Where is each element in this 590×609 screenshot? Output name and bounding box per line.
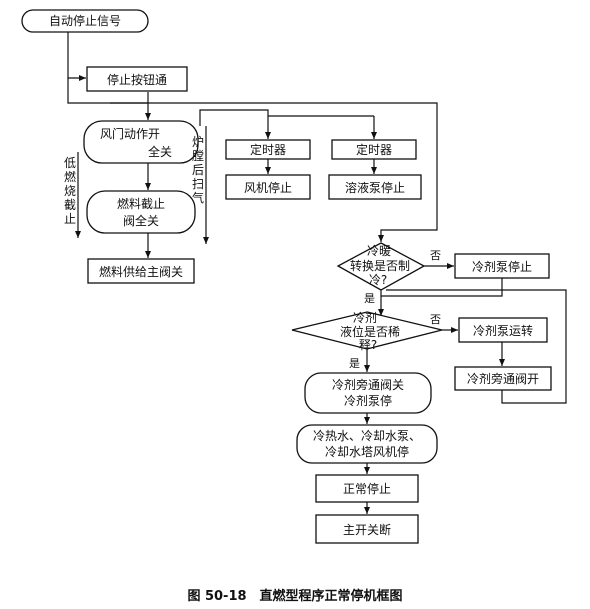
node-bypass-valve-open-label: 冷剂旁通阀开 bbox=[467, 371, 539, 386]
node-bypass-close-line1: 冷剂旁通阀关 bbox=[332, 377, 404, 392]
node-decision-1-line1: 冷暖 bbox=[367, 244, 391, 258]
node-fuel-cutoff: 燃料截止 阀全关 bbox=[86, 190, 196, 234]
branch-label-no-1: 否 bbox=[430, 249, 441, 262]
node-solution-pump-stop: 溶液泵停止 bbox=[328, 174, 422, 200]
node-main-switch-off: 主开关断 bbox=[315, 514, 419, 544]
branch-label-yes-2: 是 bbox=[349, 357, 360, 370]
node-bypass-close-line2: 冷剂泵停 bbox=[344, 393, 392, 408]
node-fuel-main-valve: 燃料供给主阀关 bbox=[87, 258, 195, 284]
side-label-furnace-purge-char: 膛 bbox=[192, 149, 204, 163]
node-decision-1-line2: 转换是否制 bbox=[350, 258, 410, 273]
side-label-low-fire-cutoff-char: 燃 bbox=[64, 169, 76, 184]
node-timer-1: 定时器 bbox=[225, 139, 311, 160]
node-stop-button-label: 停止按钮通 bbox=[107, 72, 167, 87]
node-timer-2: 定时器 bbox=[331, 139, 417, 160]
branch-label-yes-1: 是 bbox=[364, 292, 375, 305]
side-label-furnace-purge-char: 气 bbox=[192, 190, 204, 205]
node-bypass-close: 冷剂旁通阀关 冷剂泵停 bbox=[304, 372, 432, 414]
node-damper-open-label: 风门动作开 bbox=[100, 126, 160, 141]
node-fan-stop: 风机停止 bbox=[225, 174, 311, 200]
node-auto-stop-signal-label: 自动停止信号 bbox=[49, 13, 121, 28]
side-label-low-fire-cutoff-char: 低 bbox=[64, 156, 76, 170]
node-decision-1: 冷暖 转换是否制 冷? bbox=[336, 242, 426, 291]
side-label-furnace-purge-char: 炉 bbox=[192, 135, 204, 149]
node-solution-pump-stop-label: 溶液泵停止 bbox=[345, 180, 405, 195]
node-damper: 风门动作开 全关 bbox=[83, 120, 199, 164]
node-refrigerant-pump-run-label: 冷剂泵运转 bbox=[473, 323, 533, 338]
side-label-furnace-purge: 炉 膛 后 扫 气 bbox=[192, 135, 204, 205]
node-pumps-stop-line2: 冷却水塔风机停 bbox=[325, 444, 409, 459]
node-damper-full-close-label: 全关 bbox=[148, 144, 172, 159]
node-normal-stop: 正常停止 bbox=[315, 474, 419, 503]
side-label-furnace-purge-char: 后 bbox=[192, 163, 204, 177]
node-timer-1-label: 定时器 bbox=[250, 142, 286, 157]
node-fuel-main-valve-label: 燃料供给主阀关 bbox=[99, 264, 183, 279]
node-decision-2: 冷剂 液位是否稀 释? bbox=[291, 310, 443, 352]
side-label-low-fire-cutoff: 低 燃 烧 截 止 bbox=[64, 156, 76, 226]
node-refrigerant-pump-stop-label: 冷剂泵停止 bbox=[472, 259, 532, 274]
figure-caption: 图 50-18 直燃型程序正常停机框图 bbox=[187, 588, 402, 604]
branch-label-no-2: 否 bbox=[430, 313, 441, 326]
node-refrigerant-pump-run: 冷剂泵运转 bbox=[458, 317, 548, 343]
node-normal-stop-label: 正常停止 bbox=[343, 481, 391, 496]
node-decision-2-line2: 液位是否稀 bbox=[340, 324, 400, 339]
node-fan-stop-label: 风机停止 bbox=[244, 180, 292, 195]
node-fuel-cutoff-line2: 阀全关 bbox=[123, 213, 159, 228]
node-pumps-stop-line1: 冷热水、冷却水泵、 bbox=[313, 429, 421, 443]
node-decision-1-line3: 冷? bbox=[369, 273, 387, 287]
side-label-low-fire-cutoff-char: 截 bbox=[64, 198, 76, 212]
side-label-low-fire-cutoff-char: 止 bbox=[64, 212, 76, 226]
node-decision-2-line3: 释? bbox=[359, 338, 377, 352]
node-auto-stop-signal: 自动停止信号 bbox=[21, 9, 149, 33]
node-timer-2-label: 定时器 bbox=[356, 142, 392, 157]
node-decision-2-line1: 冷剂 bbox=[353, 310, 377, 325]
node-stop-button: 停止按钮通 bbox=[86, 66, 188, 92]
node-pumps-stop: 冷热水、冷却水泵、 冷却水塔风机停 bbox=[296, 424, 438, 464]
side-label-furnace-purge-char: 扫 bbox=[192, 177, 204, 191]
side-label-low-fire-cutoff-char: 烧 bbox=[64, 184, 76, 198]
node-bypass-valve-open: 冷剂旁通阀开 bbox=[454, 366, 552, 391]
node-main-switch-off-label: 主开关断 bbox=[343, 522, 391, 537]
node-refrigerant-pump-stop: 冷剂泵停止 bbox=[454, 253, 550, 279]
node-fuel-cutoff-line1: 燃料截止 bbox=[117, 196, 165, 211]
